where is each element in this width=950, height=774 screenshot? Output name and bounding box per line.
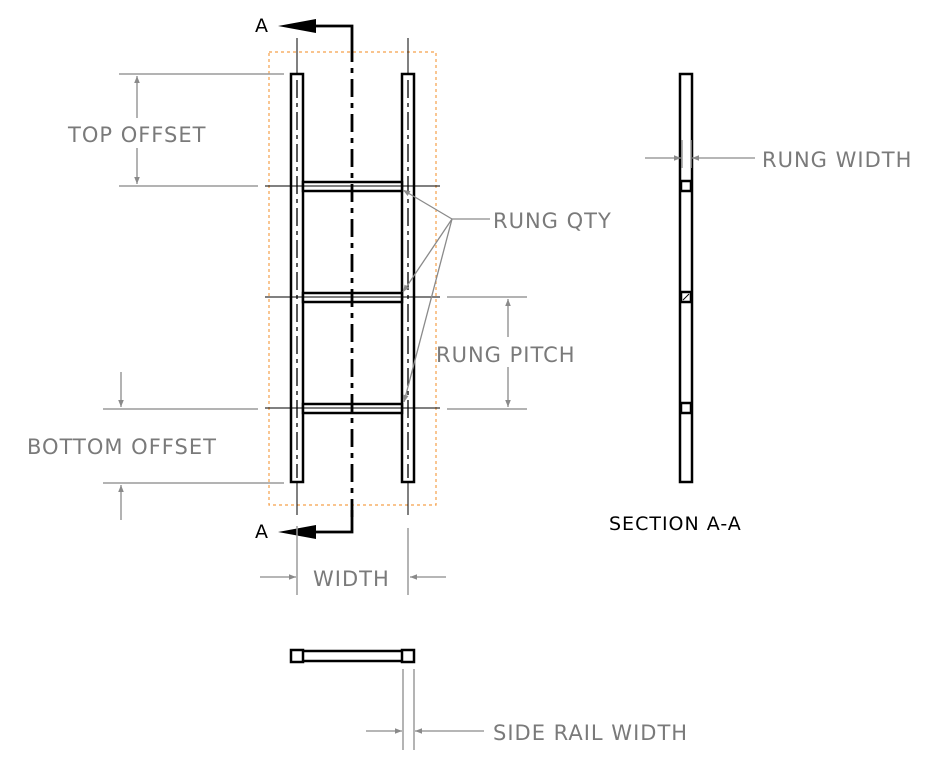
side-rail-width-label: SIDE RAIL WIDTH: [493, 721, 688, 745]
top-offset-label: TOP OFFSET: [67, 123, 206, 147]
section-view: SECTION A-A: [609, 72, 742, 535]
top-offset-dimension: TOP OFFSET: [67, 73, 284, 187]
section-arrow-top-line: [300, 24, 354, 44]
section-marker-top: A: [255, 15, 269, 37]
rung-qty-label: RUNG QTY: [493, 209, 612, 233]
top-view-rail-left: [289, 648, 305, 664]
section-arrow-bottom-line: [300, 510, 354, 534]
rung-pitch-dimension: RUNG PITCH: [436, 296, 576, 410]
section-label: SECTION A-A: [609, 513, 742, 535]
rung-width-dimension: RUNG WIDTH: [645, 140, 912, 172]
rung-pitch-label: RUNG PITCH: [436, 343, 576, 367]
section-rung: [679, 179, 693, 193]
section-rung: [679, 401, 693, 415]
side-rail-width-dimension: SIDE RAIL WIDTH: [366, 669, 688, 750]
section-rail: [678, 72, 694, 484]
top-view: [289, 648, 416, 664]
section-marker-bottom: A: [255, 521, 269, 543]
rung-qty-leader: RUNG QTY: [402, 189, 612, 403]
bottom-offset-dimension: BOTTOM OFFSET: [27, 372, 284, 520]
front-view: A A: [255, 15, 440, 543]
section-arrow-top-icon: [278, 19, 316, 33]
top-view-rail-right: [400, 648, 416, 664]
bottom-offset-label: BOTTOM OFFSET: [27, 435, 217, 459]
width-label: WIDTH: [313, 567, 390, 591]
rung-width-label: RUNG WIDTH: [762, 148, 912, 172]
width-dimension: WIDTH: [260, 526, 446, 595]
top-view-rung: [300, 649, 405, 663]
